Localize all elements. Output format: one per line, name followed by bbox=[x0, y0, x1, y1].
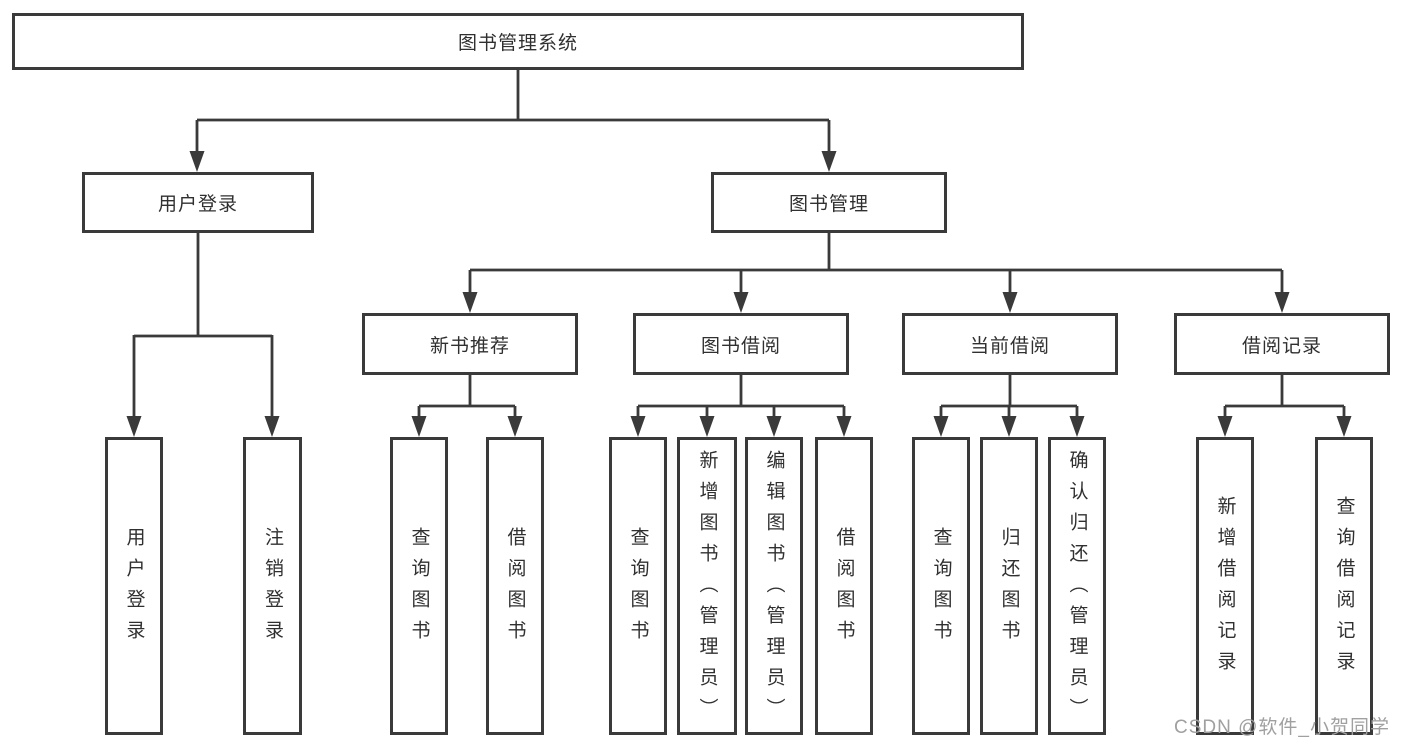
node-user-login: 用户登录 bbox=[82, 172, 314, 233]
leaf-borrow-books-borrowing: 借阅图书 bbox=[815, 437, 873, 735]
leaf-query-books-borrowing: 查询图书 bbox=[609, 437, 667, 735]
csdn-watermark: CSDN @软件_小贺同学 bbox=[1174, 717, 1390, 738]
node-book-borrowing: 图书借阅 bbox=[633, 313, 849, 375]
node-borrowing-records: 借阅记录 bbox=[1174, 313, 1390, 375]
leaf-confirm-return-admin: 确认归还（管理员） bbox=[1048, 437, 1106, 735]
leaf-borrow-books-recommend: 借阅图书 bbox=[486, 437, 544, 735]
leaf-query-books-recommend: 查询图书 bbox=[390, 437, 448, 735]
leaf-logout-login: 注销登录 bbox=[243, 437, 302, 735]
leaf-add-books-admin: 新增图书（管理员） bbox=[677, 437, 737, 735]
node-new-book-recommendation: 新书推荐 bbox=[362, 313, 578, 375]
leaf-user-login: 用户登录 bbox=[105, 437, 163, 735]
leaf-return-books: 归还图书 bbox=[980, 437, 1038, 735]
node-book-management: 图书管理 bbox=[711, 172, 947, 233]
leaf-edit-books-admin: 编辑图书（管理员） bbox=[745, 437, 803, 735]
node-current-borrowing: 当前借阅 bbox=[902, 313, 1118, 375]
node-library-management-system: 图书管理系统 bbox=[12, 13, 1024, 70]
leaf-add-borrow-record: 新增借阅记录 bbox=[1196, 437, 1254, 735]
leaf-query-books-current: 查询图书 bbox=[912, 437, 970, 735]
leaf-query-borrow-record: 查询借阅记录 bbox=[1315, 437, 1373, 735]
